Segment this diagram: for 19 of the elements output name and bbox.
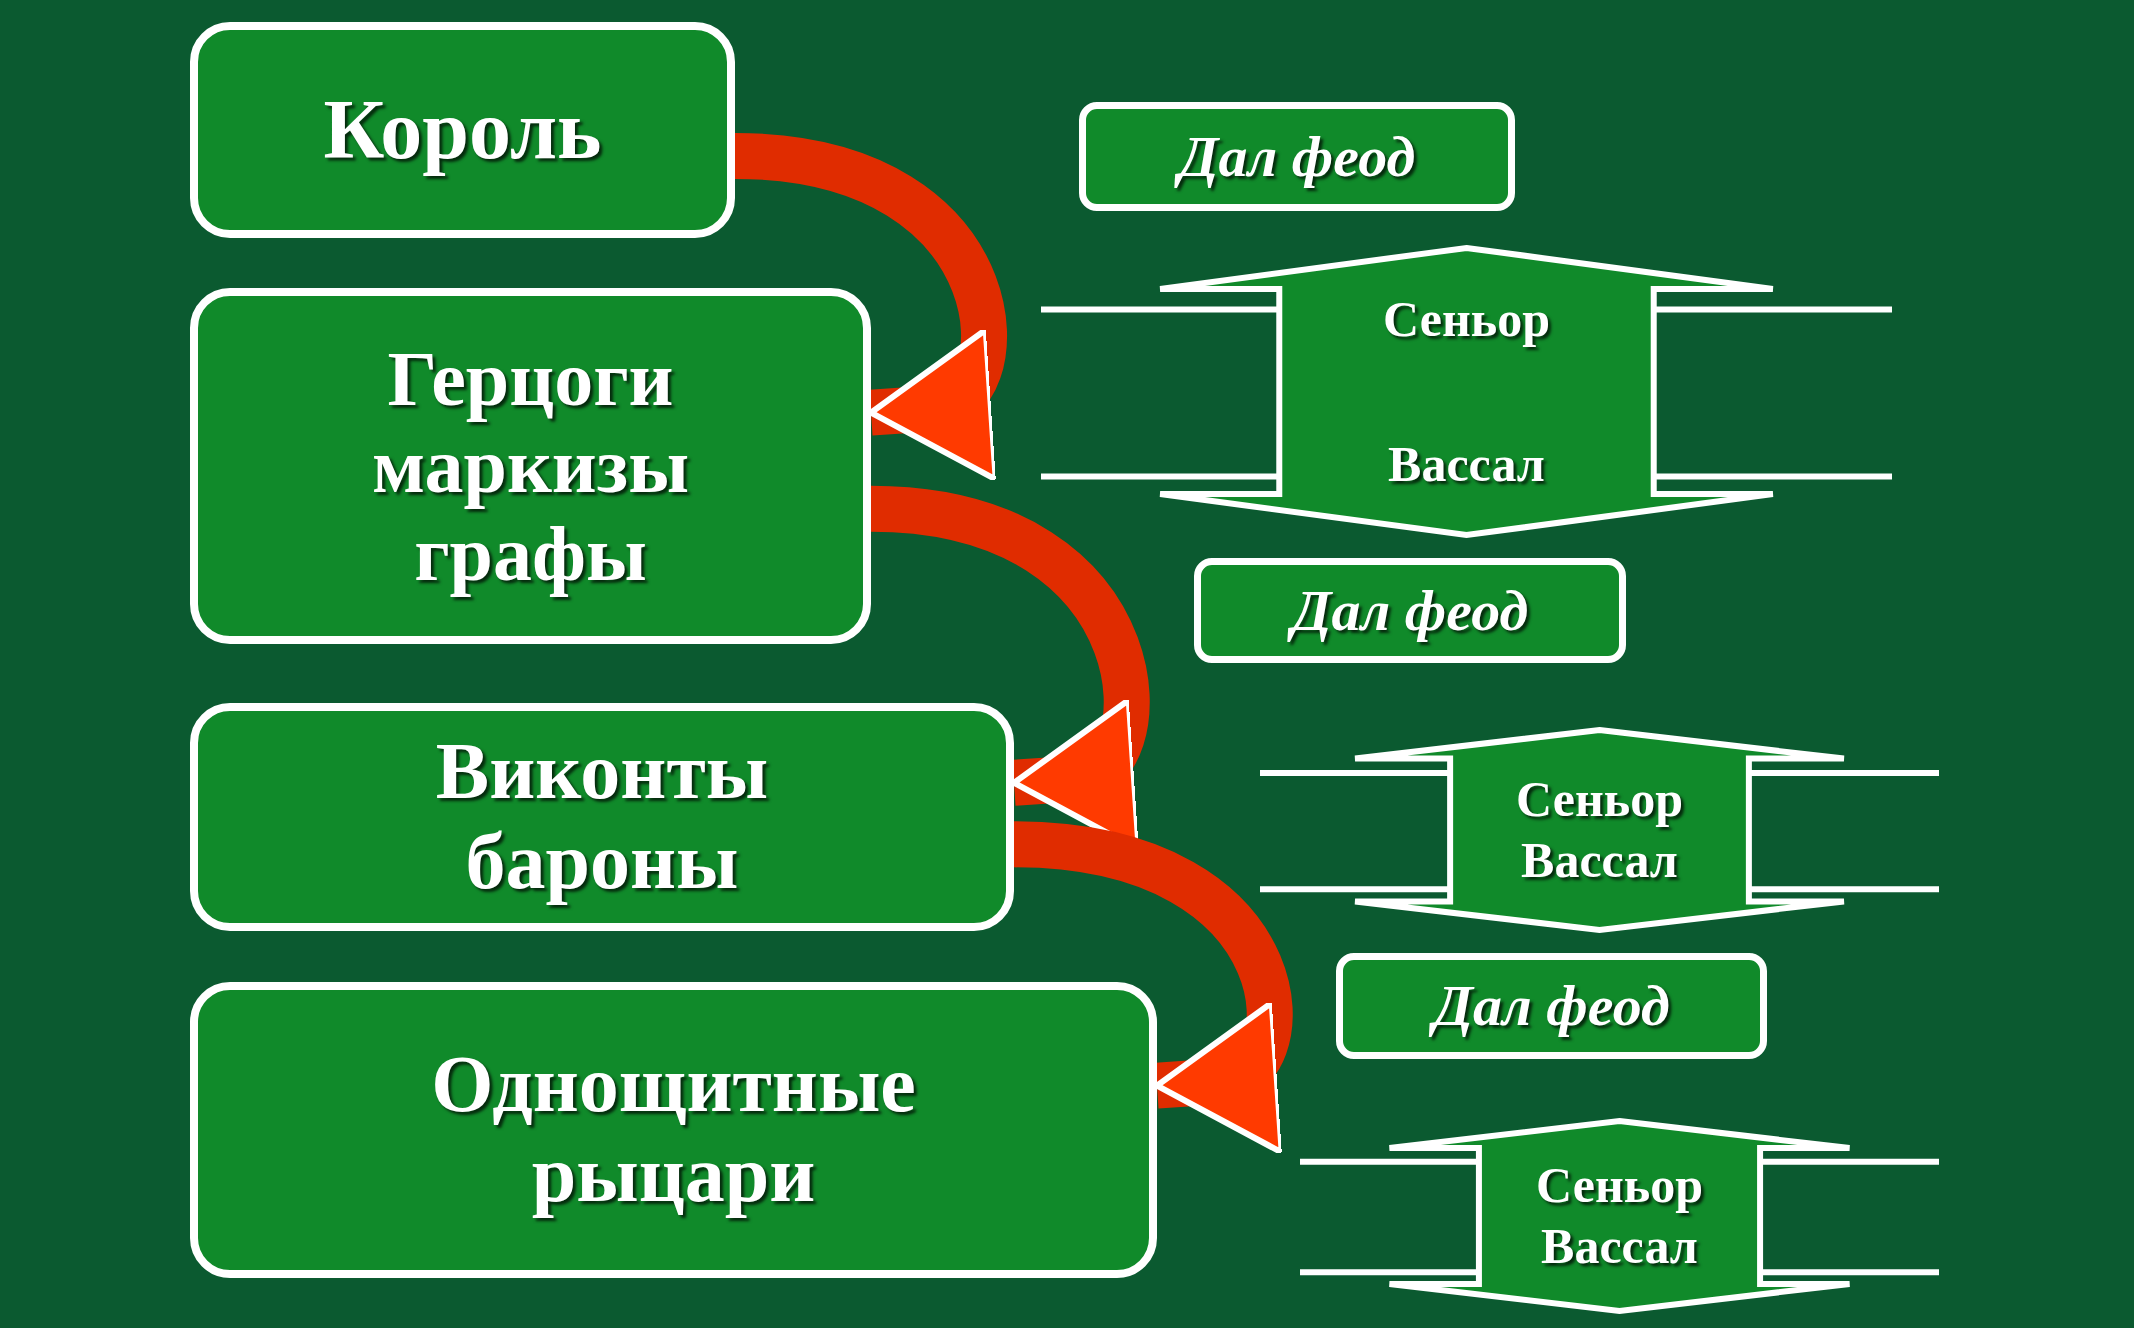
fief-box bbox=[1079, 102, 1515, 211]
role-label: Сеньор bbox=[1536, 1158, 1703, 1213]
rank-label: Виконты бароны bbox=[434, 727, 770, 907]
role-label: Вассал bbox=[1521, 833, 1678, 888]
curved-arrow bbox=[733, 133, 1007, 483]
role-label: Вассал bbox=[1388, 436, 1545, 492]
rank-box bbox=[190, 22, 735, 238]
rank-label: Однощитные рыцари bbox=[430, 1040, 917, 1220]
fief-box bbox=[1336, 953, 1767, 1059]
curved-arrow bbox=[1012, 821, 1293, 1156]
rank-label: Король bbox=[323, 82, 602, 178]
role-label: Сеньор bbox=[1383, 291, 1550, 347]
rank-box bbox=[190, 982, 1157, 1278]
role-label: Вассал bbox=[1541, 1219, 1698, 1274]
rank-label: Герцоги маркизы графы bbox=[370, 334, 691, 598]
rank-box bbox=[190, 703, 1014, 931]
role-label: Сеньор bbox=[1516, 772, 1683, 827]
fief-box bbox=[1194, 558, 1626, 663]
rank-box bbox=[190, 288, 871, 644]
